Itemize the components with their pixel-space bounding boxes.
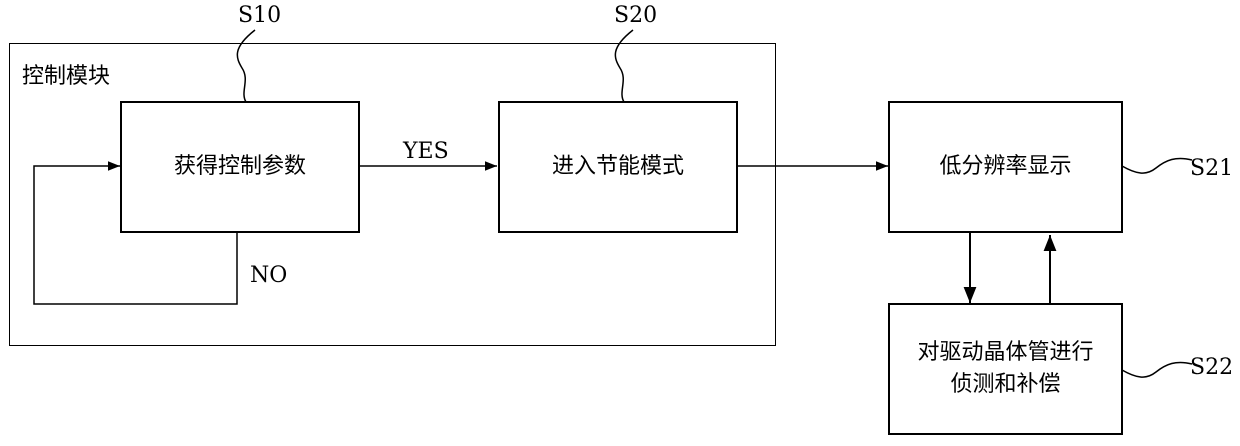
step-s20-text: 进入节能模式 <box>552 151 684 183</box>
step-s10-text: 获得控制参数 <box>174 151 306 183</box>
yes-edge-label: YES <box>403 139 449 164</box>
step-s21-box: 低分辨率显示 <box>888 101 1123 233</box>
s21-leader <box>1122 158 1192 173</box>
s10-leader <box>237 30 255 102</box>
step-s20-id: S20 <box>614 3 657 28</box>
step-s21-text: 低分辨率显示 <box>939 151 1071 183</box>
step-s22-text-line2: 侦测和补偿 <box>950 369 1060 401</box>
step-s22-text-line1: 对驱动晶体管进行 <box>917 337 1093 369</box>
no-edge-label: NO <box>250 263 287 288</box>
step-s21-id: S21 <box>1190 156 1233 181</box>
step-s10-box: 获得控制参数 <box>120 101 360 233</box>
s22-leader <box>1122 362 1192 377</box>
step-s22-box: 对驱动晶体管进行 侦测和补偿 <box>888 303 1123 435</box>
step-s20-box: 进入节能模式 <box>498 101 738 233</box>
step-s22-id: S22 <box>1190 355 1233 380</box>
s20-leader <box>615 30 633 102</box>
step-s10-id: S10 <box>238 3 281 28</box>
